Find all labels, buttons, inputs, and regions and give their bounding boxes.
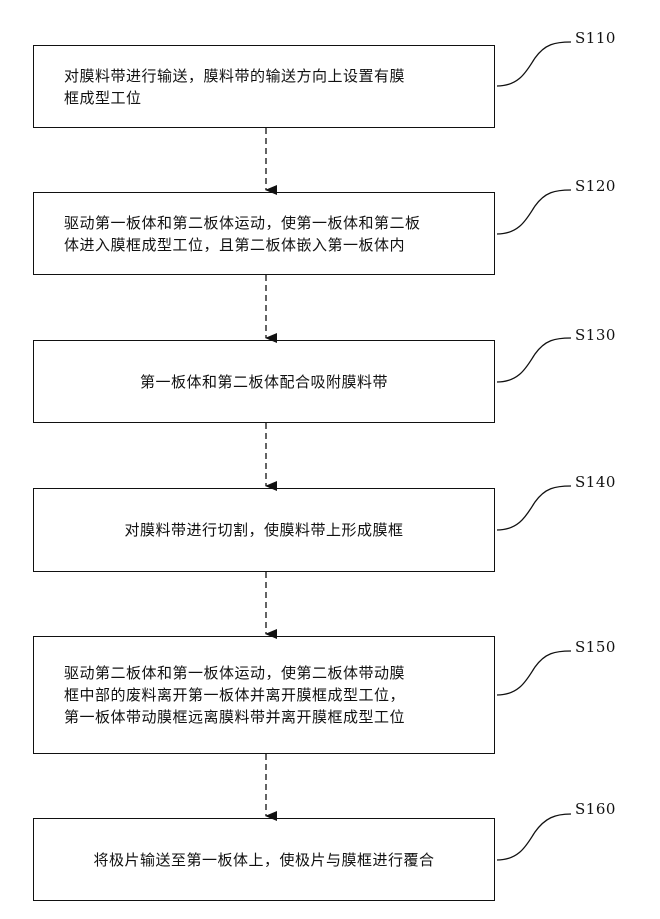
- step-box-s130: 第一板体和第二板体配合吸附膜料带: [33, 340, 495, 423]
- leader-s110: [497, 42, 571, 86]
- step-box-s150: 驱动第二板体和第一板体运动，使第二板体带动膜 框中部的废料离开第一板体并离开膜框…: [33, 636, 495, 754]
- leader-s130: [497, 338, 571, 382]
- step-label-s110: S110: [575, 29, 616, 47]
- step-text-s120: 驱动第一板体和第二板体运动，使第一板体和第二板 体进入膜框成型工位，且第二板体嵌…: [64, 212, 421, 256]
- step-text-s150: 驱动第二板体和第一板体运动，使第二板体带动膜 框中部的废料离开第一板体并离开膜框…: [64, 662, 405, 728]
- step-label-s130: S130: [575, 326, 616, 344]
- step-text-s110: 对膜料带进行输送，膜料带的输送方向上设置有膜 框成型工位: [64, 65, 405, 109]
- leader-s160: [497, 814, 571, 860]
- step-label-s120: S120: [575, 177, 616, 195]
- step-text-s130: 第一板体和第二板体配合吸附膜料带: [140, 371, 388, 393]
- leader-s150: [497, 651, 571, 695]
- step-text-s160: 将极片输送至第一板体上，使极片与膜框进行覆合: [93, 849, 434, 871]
- step-text-s140: 对膜料带进行切割，使膜料带上形成膜框: [124, 519, 403, 541]
- leader-s140: [497, 486, 571, 530]
- step-label-s140: S140: [575, 473, 616, 491]
- leader-s120: [497, 190, 571, 234]
- step-label-s150: S150: [575, 638, 616, 656]
- step-label-s160: S160: [575, 800, 616, 818]
- step-box-s160: 将极片输送至第一板体上，使极片与膜框进行覆合: [33, 818, 495, 901]
- step-box-s120: 驱动第一板体和第二板体运动，使第一板体和第二板 体进入膜框成型工位，且第二板体嵌…: [33, 192, 495, 275]
- step-box-s110: 对膜料带进行输送，膜料带的输送方向上设置有膜 框成型工位: [33, 45, 495, 128]
- step-box-s140: 对膜料带进行切割，使膜料带上形成膜框: [33, 488, 495, 572]
